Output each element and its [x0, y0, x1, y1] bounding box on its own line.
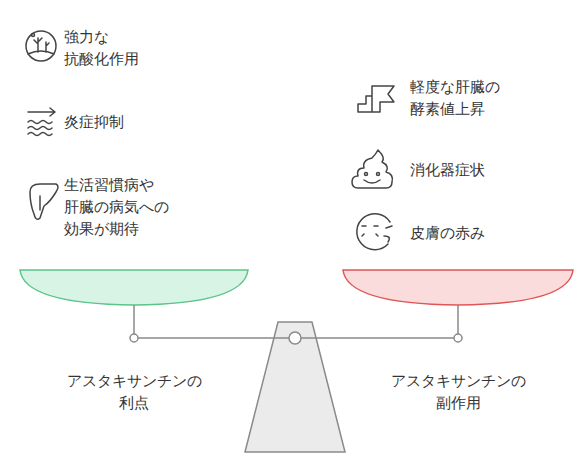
digestive-icon — [365, 173, 368, 176]
benefit-text: 強力な 抗酸化作用 — [64, 26, 139, 70]
benefit-text: 炎症抑制 — [64, 111, 124, 133]
antioxidant-icon — [28, 51, 54, 54]
antioxidant-icon — [26, 31, 56, 61]
pivot — [289, 332, 301, 344]
side-effect-pan — [343, 270, 573, 305]
inflammation-icon — [28, 121, 52, 136]
side-effect-text: 皮膚の赤み — [410, 222, 485, 244]
antioxidant-icon — [32, 34, 35, 37]
antioxidant-icon — [34, 38, 49, 52]
benefit-pan — [20, 270, 248, 305]
joint — [454, 334, 462, 342]
hanger-line — [133, 305, 135, 338]
joint — [130, 334, 138, 342]
enzyme-icon — [358, 86, 394, 112]
benefit-text: 生活習慣病や 肝臓の病気への 効果が期待 — [64, 174, 169, 240]
liver-icon — [39, 196, 41, 210]
liver-icon — [30, 184, 58, 219]
digestive-icon — [352, 150, 392, 188]
pan-caption: アスタキサンチンの 利点 — [67, 370, 202, 414]
skin-icon — [362, 226, 392, 242]
pan-caption: アスタキサンチンの 副作用 — [391, 370, 526, 414]
digestive-icon — [364, 180, 380, 183]
side-effect-text: 軽度な肝臓の 酵素値上昇 — [410, 76, 500, 120]
digestive-icon — [377, 173, 380, 176]
side-effect-text: 消化器症状 — [410, 159, 485, 181]
hanger-line — [457, 305, 459, 338]
skin-icon — [357, 214, 390, 250]
fulcrum — [245, 322, 345, 452]
inflammation-icon — [28, 108, 55, 116]
